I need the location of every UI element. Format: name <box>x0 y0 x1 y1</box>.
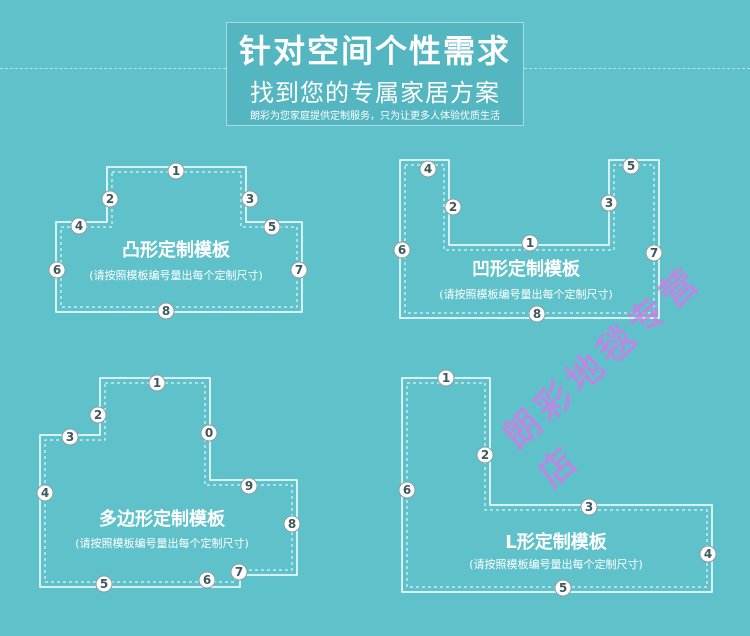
polygon-marker-7: 7 <box>230 563 248 581</box>
concave-marker-1: 1 <box>521 234 539 252</box>
polygon-outline <box>39 377 298 588</box>
convex-outline <box>55 166 303 313</box>
svg-text:8: 8 <box>533 307 541 321</box>
header-divider-right <box>524 68 750 69</box>
concave-dashed-outline <box>404 164 655 314</box>
header-divider-left <box>0 68 226 69</box>
lshape-outline <box>401 377 713 593</box>
svg-text:6: 6 <box>403 483 411 497</box>
polygon-marker-4: 4 <box>36 484 54 502</box>
svg-text:3: 3 <box>66 430 74 444</box>
svg-text:8: 8 <box>288 517 296 531</box>
polygon-marker-5: 5 <box>95 575 113 593</box>
concave-template: 凹形定制模板 (请按照模板编号量出每个定制尺寸) 1 2 3 4 5 6 7 8 <box>393 157 663 323</box>
svg-text:1: 1 <box>172 164 180 178</box>
lshape-marker-1: 1 <box>437 369 455 387</box>
concave-marker-5: 5 <box>622 157 640 175</box>
convex-marker-5: 5 <box>263 218 281 236</box>
svg-text:1: 1 <box>442 371 450 385</box>
lshape-marker-6: 6 <box>398 481 416 499</box>
convex-marker-4: 4 <box>70 217 88 235</box>
concave-title: 凹形定制模板 <box>472 258 581 280</box>
convex-marker-1: 1 <box>167 162 185 180</box>
svg-text:5: 5 <box>100 577 108 591</box>
page-title: 针对空间个性需求 <box>238 32 511 70</box>
convex-subtitle: (请按照模板编号量出每个定制尺寸) <box>89 268 263 282</box>
page-tagline: 朗彩为您家庭提供定制服务，只为让更多人体验优质生活 <box>250 111 500 122</box>
concave-marker-3: 3 <box>600 194 618 212</box>
svg-text:2: 2 <box>106 192 114 206</box>
lshape-subtitle: (请按照模板编号量出每个定制尺寸) <box>469 557 643 571</box>
convex-title: 凸形定制模板 <box>122 239 231 261</box>
header-box <box>226 22 524 126</box>
polygon-marker-6: 6 <box>198 571 216 589</box>
convex-marker-3: 3 <box>241 190 259 208</box>
lshape-marker-2: 2 <box>476 446 494 464</box>
svg-text:7: 7 <box>235 565 243 579</box>
svg-text:8: 8 <box>162 304 170 318</box>
convex-marker-7: 7 <box>290 261 308 279</box>
svg-text:6: 6 <box>53 263 61 277</box>
concave-subtitle: (请按照模板编号量出每个定制尺寸) <box>439 287 613 301</box>
svg-text:2: 2 <box>94 408 102 422</box>
svg-text:5: 5 <box>559 581 567 595</box>
svg-text:3: 3 <box>585 500 593 514</box>
svg-text:6: 6 <box>203 573 211 587</box>
lshape-title: L形定制模板 <box>505 531 607 553</box>
svg-text:1: 1 <box>526 236 534 250</box>
lshape-marker-5: 5 <box>554 579 572 597</box>
svg-text:4: 4 <box>41 486 49 500</box>
svg-text:1: 1 <box>153 376 161 390</box>
concave-marker-2: 2 <box>444 198 462 216</box>
concave-marker-4: 4 <box>419 160 437 178</box>
svg-text:3: 3 <box>605 196 613 210</box>
svg-text:2: 2 <box>481 448 489 462</box>
polygon-marker-0: 0 <box>200 424 218 442</box>
concave-outline <box>399 159 660 319</box>
polygon-marker-9: 9 <box>240 477 258 495</box>
polygon-marker-3: 3 <box>61 428 79 446</box>
svg-text:7: 7 <box>295 263 303 277</box>
svg-text:4: 4 <box>75 219 83 233</box>
polygon-marker-1: 1 <box>148 374 166 392</box>
polygon-marker-8: 8 <box>283 515 301 533</box>
convex-template: 凸形定制模板 (请按照模板编号量出每个定制尺寸) 1 2 3 4 5 6 7 8 <box>48 162 308 320</box>
svg-text:0: 0 <box>205 426 213 440</box>
lshape-template: L形定制模板 (请按照模板编号量出每个定制尺寸) 1 2 6 3 4 5 <box>398 369 717 597</box>
svg-text:3: 3 <box>246 192 254 206</box>
svg-text:2: 2 <box>449 200 457 214</box>
polygon-marker-2: 2 <box>89 406 107 424</box>
lshape-marker-4: 4 <box>699 545 717 563</box>
convex-marker-6: 6 <box>48 261 66 279</box>
concave-marker-7: 7 <box>645 244 663 262</box>
polygon-subtitle: (请按照模板编号量出每个定制尺寸) <box>75 536 249 550</box>
lshape-marker-3: 3 <box>580 498 598 516</box>
convex-marker-2: 2 <box>101 190 119 208</box>
svg-text:7: 7 <box>650 246 658 260</box>
svg-text:9: 9 <box>245 479 253 493</box>
svg-text:5: 5 <box>627 159 635 173</box>
lshape-dashed-outline <box>406 382 708 588</box>
polygon-title: 多边形定制模板 <box>99 508 226 530</box>
convex-dashed-outline <box>60 171 298 308</box>
svg-text:4: 4 <box>704 547 712 561</box>
svg-text:5: 5 <box>268 220 276 234</box>
svg-text:4: 4 <box>424 162 432 176</box>
convex-marker-8: 8 <box>157 302 175 320</box>
polygon-template: 多边形定制模板 (请按照模板编号量出每个定制尺寸) 1 2 3 0 9 4 8 … <box>36 374 301 593</box>
page-subtitle: 找到您的专属家居方案 <box>250 79 500 107</box>
concave-marker-8: 8 <box>528 305 546 323</box>
svg-text:6: 6 <box>398 243 406 257</box>
concave-marker-6: 6 <box>393 241 411 259</box>
